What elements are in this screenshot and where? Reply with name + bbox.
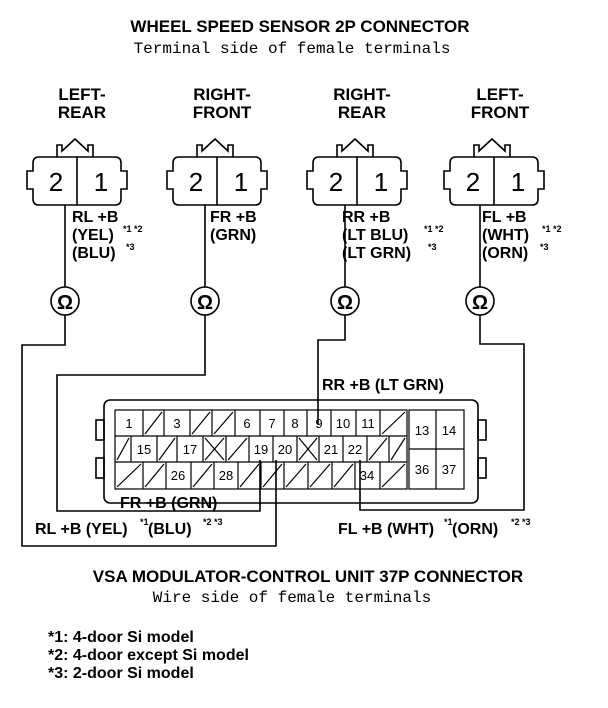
diagram-subtitle: Terminal side of female terminals xyxy=(134,40,451,58)
sensor-position-label: RIGHT- xyxy=(333,85,391,104)
sensor-connector-right-front: 2 1 xyxy=(166,138,268,206)
ohm-symbol: Ω xyxy=(197,292,213,314)
wire-label: (GRN) xyxy=(210,227,256,244)
wire-label: (WHT) xyxy=(482,227,529,244)
wire-label: (BLU) xyxy=(72,245,116,262)
ohmmeters: Ω Ω Ω Ω xyxy=(50,286,495,316)
wire-note: *3 xyxy=(540,242,549,252)
module-subtitle: Wire side of female terminals xyxy=(153,589,431,607)
module-wire-label-rl: RL +B (YEL) *1 (BLU) *2 *3 xyxy=(35,517,223,538)
pin-number: 13 xyxy=(415,423,429,438)
wire-label: (LT BLU) xyxy=(342,227,408,244)
pin-label: 1 xyxy=(374,167,388,197)
ohm-symbol: Ω xyxy=(337,292,353,314)
wire-note: *1 *2 xyxy=(123,224,143,234)
pin-number: 28 xyxy=(219,468,233,483)
module-wire-label-rl-main: RL +B (YEL) xyxy=(35,521,128,538)
pin-number: 21 xyxy=(324,442,338,457)
module-wire-label-fr: FR +B (GRN) xyxy=(120,495,217,512)
pin-label: 1 xyxy=(234,167,248,197)
pin-label: 2 xyxy=(329,167,343,197)
pin-numbers: 1 3 6 7 8 9 10 11 13 14 15 17 19 20 21 2… xyxy=(125,416,456,483)
module-wire-note: *1 xyxy=(444,517,453,527)
footnotes: *1: 4-door Si model *2: 4-door except Si… xyxy=(48,629,249,682)
footnote: *2: 4-door except Si model xyxy=(48,647,249,664)
pin-number: 11 xyxy=(361,416,375,431)
footnote: *1: 4-door Si model xyxy=(48,629,194,646)
footnote: *3: 2-door Si model xyxy=(48,665,194,682)
wire-label: RL +B xyxy=(72,209,118,226)
wire-note: *3 xyxy=(126,242,135,252)
pin-label: 2 xyxy=(49,167,63,197)
pin-number: 8 xyxy=(291,416,298,431)
pin-number: 17 xyxy=(183,442,197,457)
module-wire-note: *2 *3 xyxy=(203,517,223,527)
row-3-cells xyxy=(116,462,406,489)
row-1-cells xyxy=(142,410,406,436)
module-wire-label-fl-alt: (ORN) xyxy=(452,521,498,538)
sensor-connector-left-rear: 2 1 xyxy=(26,138,128,206)
diagram-title: WHEEL SPEED SENSOR 2P CONNECTOR xyxy=(130,17,469,36)
row-2-cells xyxy=(116,436,406,462)
sensor-position-label: FRONT xyxy=(193,103,252,122)
probe-wires xyxy=(64,205,481,287)
module-wire-label-fl: FL +B (WHT) *1 (ORN) *2 *3 xyxy=(338,517,531,538)
pin-number: 20 xyxy=(278,442,292,457)
module-title: VSA MODULATOR-CONTROL UNIT 37P CONNECTOR xyxy=(93,567,523,586)
sensor-position-label: REAR xyxy=(338,103,386,122)
pin-number: 10 xyxy=(336,416,350,431)
module-wire-label-rr: RR +B (LT GRN) xyxy=(322,377,444,394)
module-wire-label-fl-main: FL +B (WHT) xyxy=(338,521,434,538)
wire-note: *3 xyxy=(428,242,437,252)
wire-labels: RL +B (YEL) *1 *2 (BLU) *3 FR +B (GRN) R… xyxy=(72,209,562,262)
wire-label: RR +B xyxy=(342,209,390,226)
wire-note: *1 *2 xyxy=(542,224,562,234)
wire-label: (LT GRN) xyxy=(342,245,411,262)
sensor-position-label: LEFT- xyxy=(476,85,523,104)
pin-number: 9 xyxy=(315,416,322,431)
pin-number: 14 xyxy=(442,423,456,438)
pin-label: 1 xyxy=(94,167,108,197)
module-wire-note: *2 *3 xyxy=(511,517,531,527)
pin-number: 7 xyxy=(268,416,275,431)
module-wire-note: *1 xyxy=(140,517,149,527)
wire-label: (YEL) xyxy=(72,227,114,244)
sensor-connector-left-front: 2 1 xyxy=(443,138,545,206)
pin-number: 19 xyxy=(254,442,268,457)
pin-number: 26 xyxy=(171,468,185,483)
pin-label: 2 xyxy=(189,167,203,197)
pin-label: 1 xyxy=(511,167,525,197)
vsa-37p-connector: 1 3 6 7 8 9 10 11 13 14 15 17 19 20 21 2… xyxy=(95,399,487,504)
pin-number: 15 xyxy=(137,442,151,457)
ohm-symbol: Ω xyxy=(57,292,73,314)
pin-number: 37 xyxy=(442,462,456,477)
pin-number: 36 xyxy=(415,462,429,477)
pin-label: 2 xyxy=(466,167,480,197)
sensor-position-label: LEFT- xyxy=(58,85,105,104)
wire-note: *1 *2 xyxy=(424,224,444,234)
position-labels: LEFT- REAR RIGHT- FRONT RIGHT- REAR LEFT… xyxy=(58,85,530,122)
sensor-position-label: REAR xyxy=(58,103,106,122)
sensor-connector-right-rear: 2 1 xyxy=(306,138,408,206)
wire-label: (ORN) xyxy=(482,245,528,262)
sensor-position-label: RIGHT- xyxy=(193,85,251,104)
wire-label: FL +B xyxy=(482,209,527,226)
wire-label: FR +B xyxy=(210,209,257,226)
pin-number: 6 xyxy=(243,416,250,431)
ohm-symbol: Ω xyxy=(472,292,488,314)
pin-number: 3 xyxy=(173,416,180,431)
pin-number: 34 xyxy=(360,468,374,483)
sensor-position-label: FRONT xyxy=(471,103,530,122)
module-wire-label-rl-alt: (BLU) xyxy=(148,521,192,538)
pin-number: 1 xyxy=(125,416,132,431)
pin-number: 22 xyxy=(348,442,362,457)
